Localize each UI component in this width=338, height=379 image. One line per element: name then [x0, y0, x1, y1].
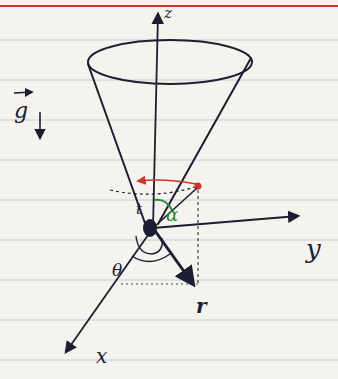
- apex-blob: [143, 219, 157, 237]
- axis-label: y: [306, 236, 321, 262]
- length-label: t: [136, 202, 142, 217]
- axis-label: x: [96, 346, 107, 366]
- rotation-arrow: [136, 236, 162, 254]
- orbit-dashed: [110, 186, 198, 194]
- axis-label: z: [164, 6, 172, 21]
- velocity-arrow: [138, 180, 196, 184]
- projection-line: [198, 190, 199, 284]
- ruled-lines: [0, 40, 338, 360]
- vector-arrow: [14, 92, 32, 93]
- cone: [88, 40, 252, 226]
- z-axis: [153, 14, 158, 228]
- vector-label: g: [14, 100, 28, 122]
- slant-line: [153, 188, 197, 228]
- angle-label: α: [166, 206, 178, 224]
- r-vector: [153, 228, 193, 284]
- gravity-arrow: [39, 112, 41, 138]
- projection-line: [120, 284, 198, 285]
- angle-label: θ: [112, 262, 122, 279]
- vector-label: r: [196, 296, 207, 316]
- x-axis: [66, 228, 153, 352]
- theta-arc: [132, 254, 170, 262]
